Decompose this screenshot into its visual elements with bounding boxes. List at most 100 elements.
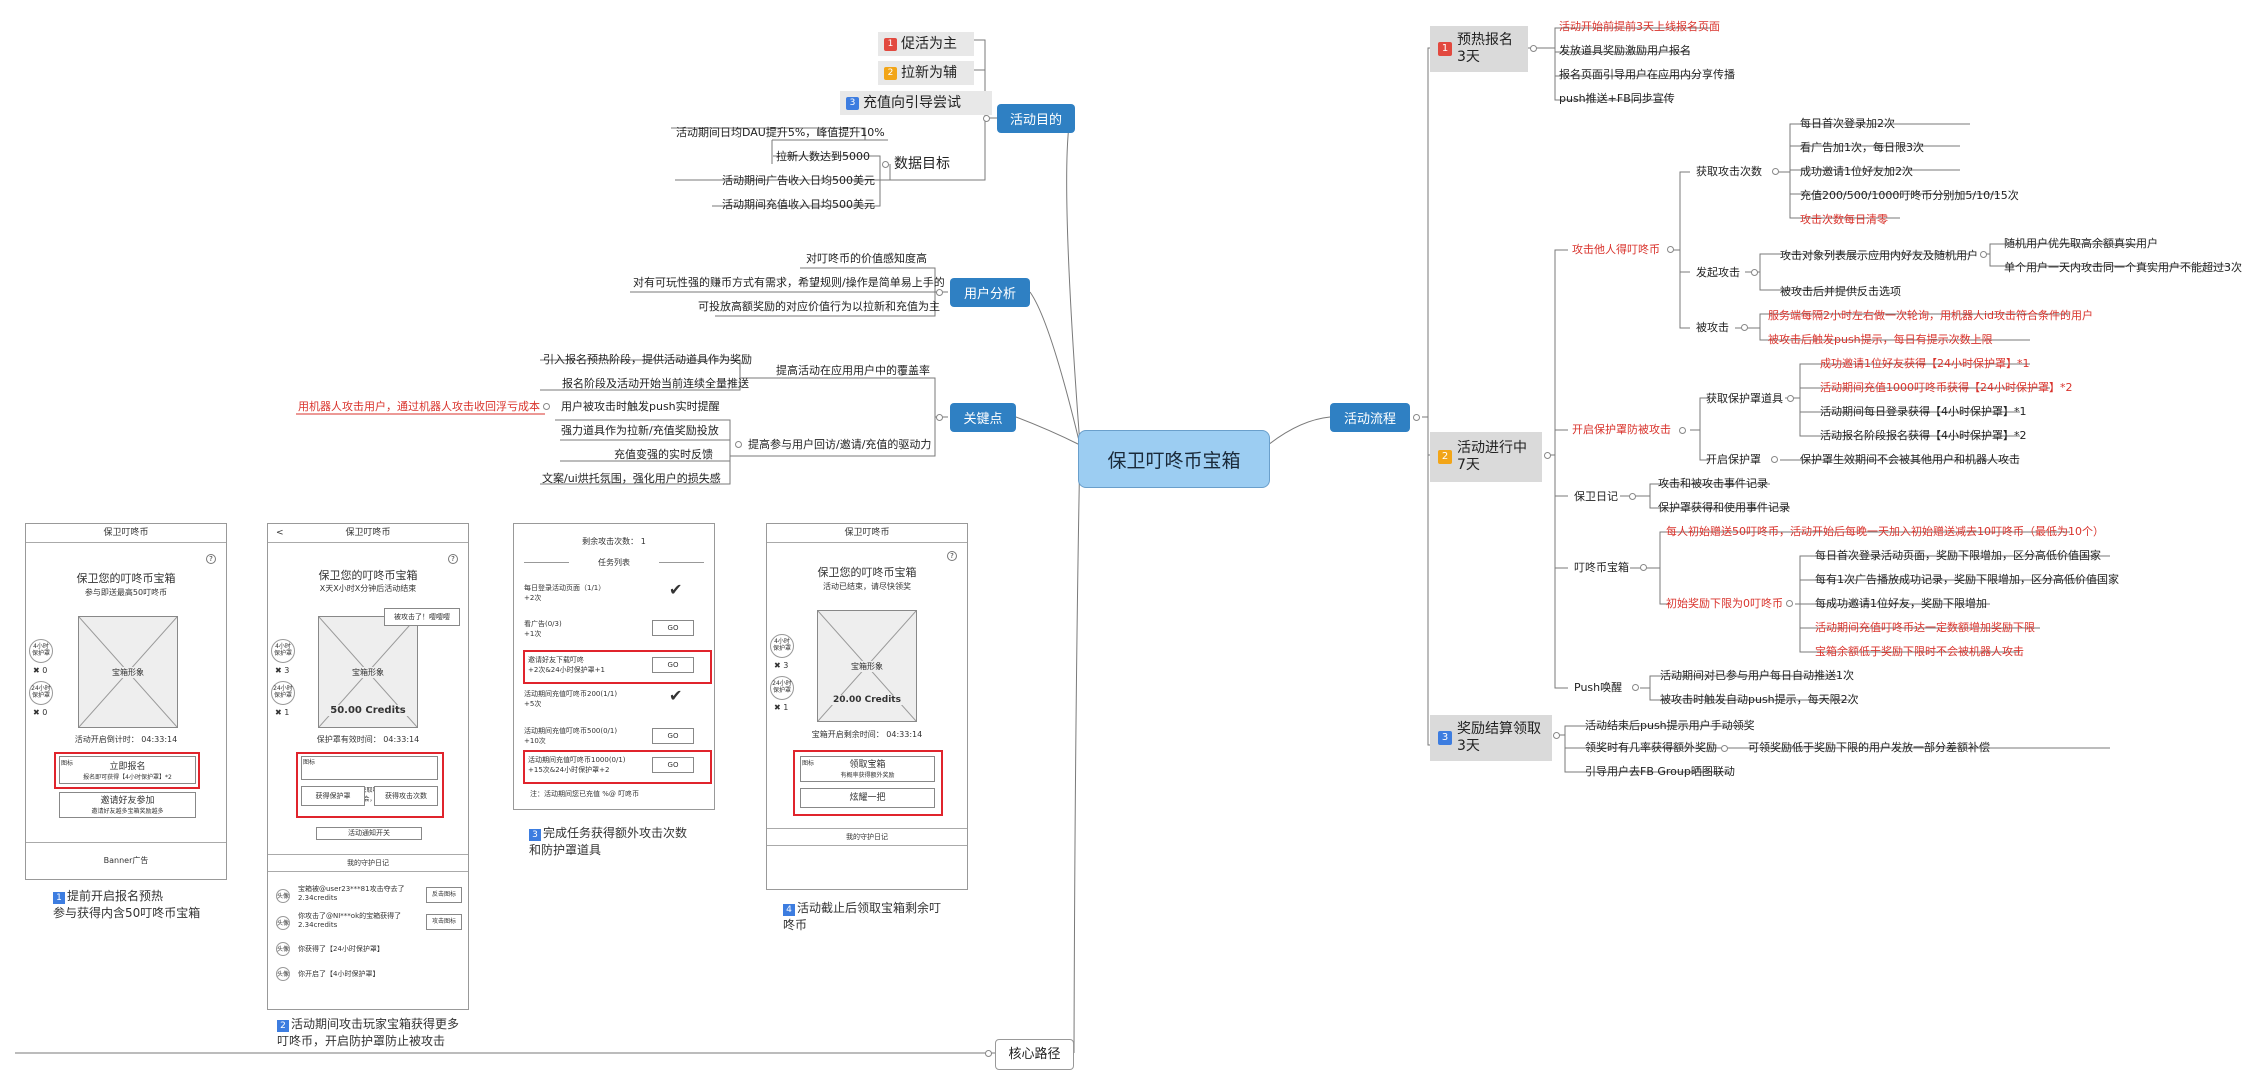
collapse-toggle[interactable] bbox=[1553, 732, 1560, 739]
chest-label: 宝箱形象 bbox=[818, 661, 916, 672]
collapse-toggle[interactable] bbox=[985, 1050, 992, 1057]
mock-title: 保卫您的叮咚币宝箱 bbox=[76, 572, 176, 585]
collect-button[interactable]: 图标 点击获取叮咚币 剩余3次机会，7次后清零 bbox=[301, 756, 438, 803]
flow-item: 每日首次登录活动页面，奖励下限增加，区分高低价值国家 bbox=[1815, 549, 2101, 562]
mockup-tasks: 剩余攻击次数： 1 任务列表 每日登录活动页面（1/1） +2次 ✔ 看广告(0… bbox=[513, 523, 715, 810]
flow-item: 保护罩生效期间不会被其他用户和机器人攻击 bbox=[1800, 453, 2020, 466]
flow-attacked: 被攻击 bbox=[1696, 321, 1729, 334]
collapse-toggle[interactable] bbox=[1787, 395, 1794, 402]
collapse-toggle[interactable] bbox=[1629, 493, 1636, 500]
flow-item: 初始奖励下限为0叮咚币 bbox=[1666, 597, 1783, 610]
flow-item: 成功邀请1位好友获得【24小时保护罩】*1 bbox=[1820, 357, 2030, 370]
collapse-toggle[interactable] bbox=[1772, 168, 1779, 175]
log-entry: 你开启了【4小时保护罩】 bbox=[298, 970, 380, 978]
divider bbox=[524, 562, 569, 563]
collapse-toggle[interactable] bbox=[1640, 564, 1647, 571]
collapse-toggle[interactable] bbox=[1413, 414, 1420, 421]
number-badge: 1 bbox=[1438, 42, 1452, 56]
button-icon-label: 图标 bbox=[802, 760, 815, 767]
goal-tag-label: 促活为主 bbox=[901, 36, 957, 52]
mock-header: 保卫叮咚币 bbox=[767, 524, 967, 543]
shield-24h-count: ✖ 1 bbox=[275, 708, 290, 717]
task-highlight bbox=[523, 750, 712, 784]
mock-header: 保卫叮咚币 bbox=[26, 524, 226, 543]
flow-item: 引导用户去FB Group晒图联动 bbox=[1585, 765, 1735, 778]
collapse-toggle[interactable] bbox=[1771, 456, 1778, 463]
collapse-toggle[interactable] bbox=[543, 403, 550, 410]
mock-title: 保卫您的叮咚币宝箱 bbox=[817, 566, 917, 579]
task-row: 每日登录活动页面（1/1） +2次 bbox=[524, 584, 606, 602]
counter-attack-button[interactable]: 反击图标 bbox=[426, 887, 462, 903]
node-goal[interactable]: 活动目的 bbox=[997, 104, 1075, 133]
collapse-toggle[interactable] bbox=[1751, 269, 1758, 276]
collapse-toggle[interactable] bbox=[1679, 427, 1686, 434]
get-shield-button[interactable]: 获得保护罩 bbox=[301, 786, 365, 806]
banner-ad[interactable]: Banner广告 bbox=[26, 842, 226, 879]
node-flow[interactable]: 活动流程 bbox=[1330, 403, 1410, 432]
shield-timer: 保护罩有效时间： 04:33:14 bbox=[316, 735, 420, 744]
number-badge: 1 bbox=[53, 892, 65, 904]
node-user[interactable]: 用户分析 bbox=[950, 278, 1030, 307]
task-go-button[interactable]: GO bbox=[652, 757, 694, 773]
flow-item: 攻击和被攻击事件记录 bbox=[1658, 477, 1768, 490]
claim-button[interactable]: 图标 领取宝箱 有概率获得额外奖励 bbox=[800, 756, 935, 782]
collapse-toggle[interactable] bbox=[1544, 452, 1551, 459]
shield-24h-icon: 24小时 保护罩 bbox=[29, 681, 53, 705]
collapse-toggle[interactable] bbox=[983, 115, 990, 122]
get-attack-button[interactable]: 获得攻击次数 bbox=[374, 786, 438, 806]
task-go-button[interactable]: GO bbox=[652, 657, 694, 673]
collapse-toggle[interactable] bbox=[936, 414, 943, 421]
flow-item: 被攻击后触发push提示，每日有提示次数上限 bbox=[1768, 333, 1993, 346]
goal-tag-label: 拉新为辅 bbox=[901, 65, 957, 81]
collapse-toggle[interactable] bbox=[1786, 600, 1793, 607]
task-go-button[interactable]: GO bbox=[652, 620, 694, 636]
invite-button[interactable]: 邀请好友参加 邀请好友越多宝箱奖励越多 bbox=[59, 792, 196, 818]
shield-4h-icon: 4小时 保护罩 bbox=[29, 639, 53, 663]
shield-24h-icon: 24小时 保护罩 bbox=[271, 681, 295, 705]
collapse-toggle[interactable] bbox=[1980, 251, 1987, 258]
key-item: 报名阶段及活动开始当前连续全量推送 bbox=[562, 377, 749, 390]
flow-chest: 叮咚币宝箱 bbox=[1574, 561, 1629, 574]
collect-label: 点击获取叮咚币 剩余3次机会，7次后清零 bbox=[335, 787, 404, 803]
collapse-toggle[interactable] bbox=[1530, 45, 1537, 52]
collapse-toggle[interactable] bbox=[1721, 745, 1728, 752]
collapse-toggle[interactable] bbox=[1741, 324, 1748, 331]
mock-subtitle: 活动已结束，请尽快领奖 bbox=[823, 582, 911, 591]
number-badge: 4 bbox=[783, 904, 795, 916]
help-icon[interactable]: ? bbox=[206, 554, 216, 564]
mockup-active: 保卫叮咚币 < ? 保卫您的叮咚币宝箱 X天X小时X分钟后活动结束 宝箱形象 5… bbox=[267, 523, 469, 1010]
log-title: 我的守护日记 bbox=[767, 828, 967, 846]
flow-item: 活动期间充值1000叮咚币获得【24小时保护罩】*2 bbox=[1820, 381, 2073, 394]
task-go-button[interactable]: GO bbox=[652, 728, 694, 744]
shield-4h-count: ✖ 3 bbox=[774, 661, 789, 670]
attack-button[interactable]: 攻击图标 bbox=[426, 914, 462, 930]
collapse-toggle[interactable] bbox=[1632, 684, 1639, 691]
collapse-toggle[interactable] bbox=[882, 161, 889, 168]
back-icon[interactable]: < bbox=[276, 528, 284, 538]
collapse-toggle[interactable] bbox=[936, 289, 943, 296]
flow-item: 保护罩获得和使用事件记录 bbox=[1658, 501, 1790, 514]
node-path[interactable]: 核心路径 bbox=[995, 1039, 1074, 1070]
share-button[interactable]: 炫耀一把 bbox=[800, 788, 935, 808]
signup-button[interactable]: 图标 立即报名 报名即可获得【4小时保护罩】*2 bbox=[59, 756, 196, 784]
collapse-toggle[interactable] bbox=[1667, 246, 1674, 253]
center-node[interactable]: 保卫叮咚币宝箱 bbox=[1078, 430, 1270, 488]
countdown: 活动开启倒计时： 04:33:14 bbox=[74, 735, 178, 744]
key-item: 文案/ui烘托氛围，强化用户的损失感 bbox=[542, 472, 721, 485]
flow-item: 攻击对象列表展示应用内好友及随机用户 bbox=[1780, 249, 1978, 262]
flow-get-shield: 获取保护罩道具 bbox=[1706, 392, 1783, 405]
collapse-toggle[interactable] bbox=[735, 441, 742, 448]
button-icon-label: 图标 bbox=[303, 759, 316, 766]
help-icon[interactable]: ? bbox=[947, 551, 957, 561]
caption-text: 完成任务获得额外攻击次数 和防护罩道具 bbox=[529, 826, 688, 857]
node-key[interactable]: 关键点 bbox=[950, 403, 1016, 432]
divider bbox=[659, 562, 704, 563]
help-icon[interactable]: ? bbox=[448, 554, 458, 564]
notice-toggle[interactable]: 活动通知开关 bbox=[316, 827, 422, 840]
